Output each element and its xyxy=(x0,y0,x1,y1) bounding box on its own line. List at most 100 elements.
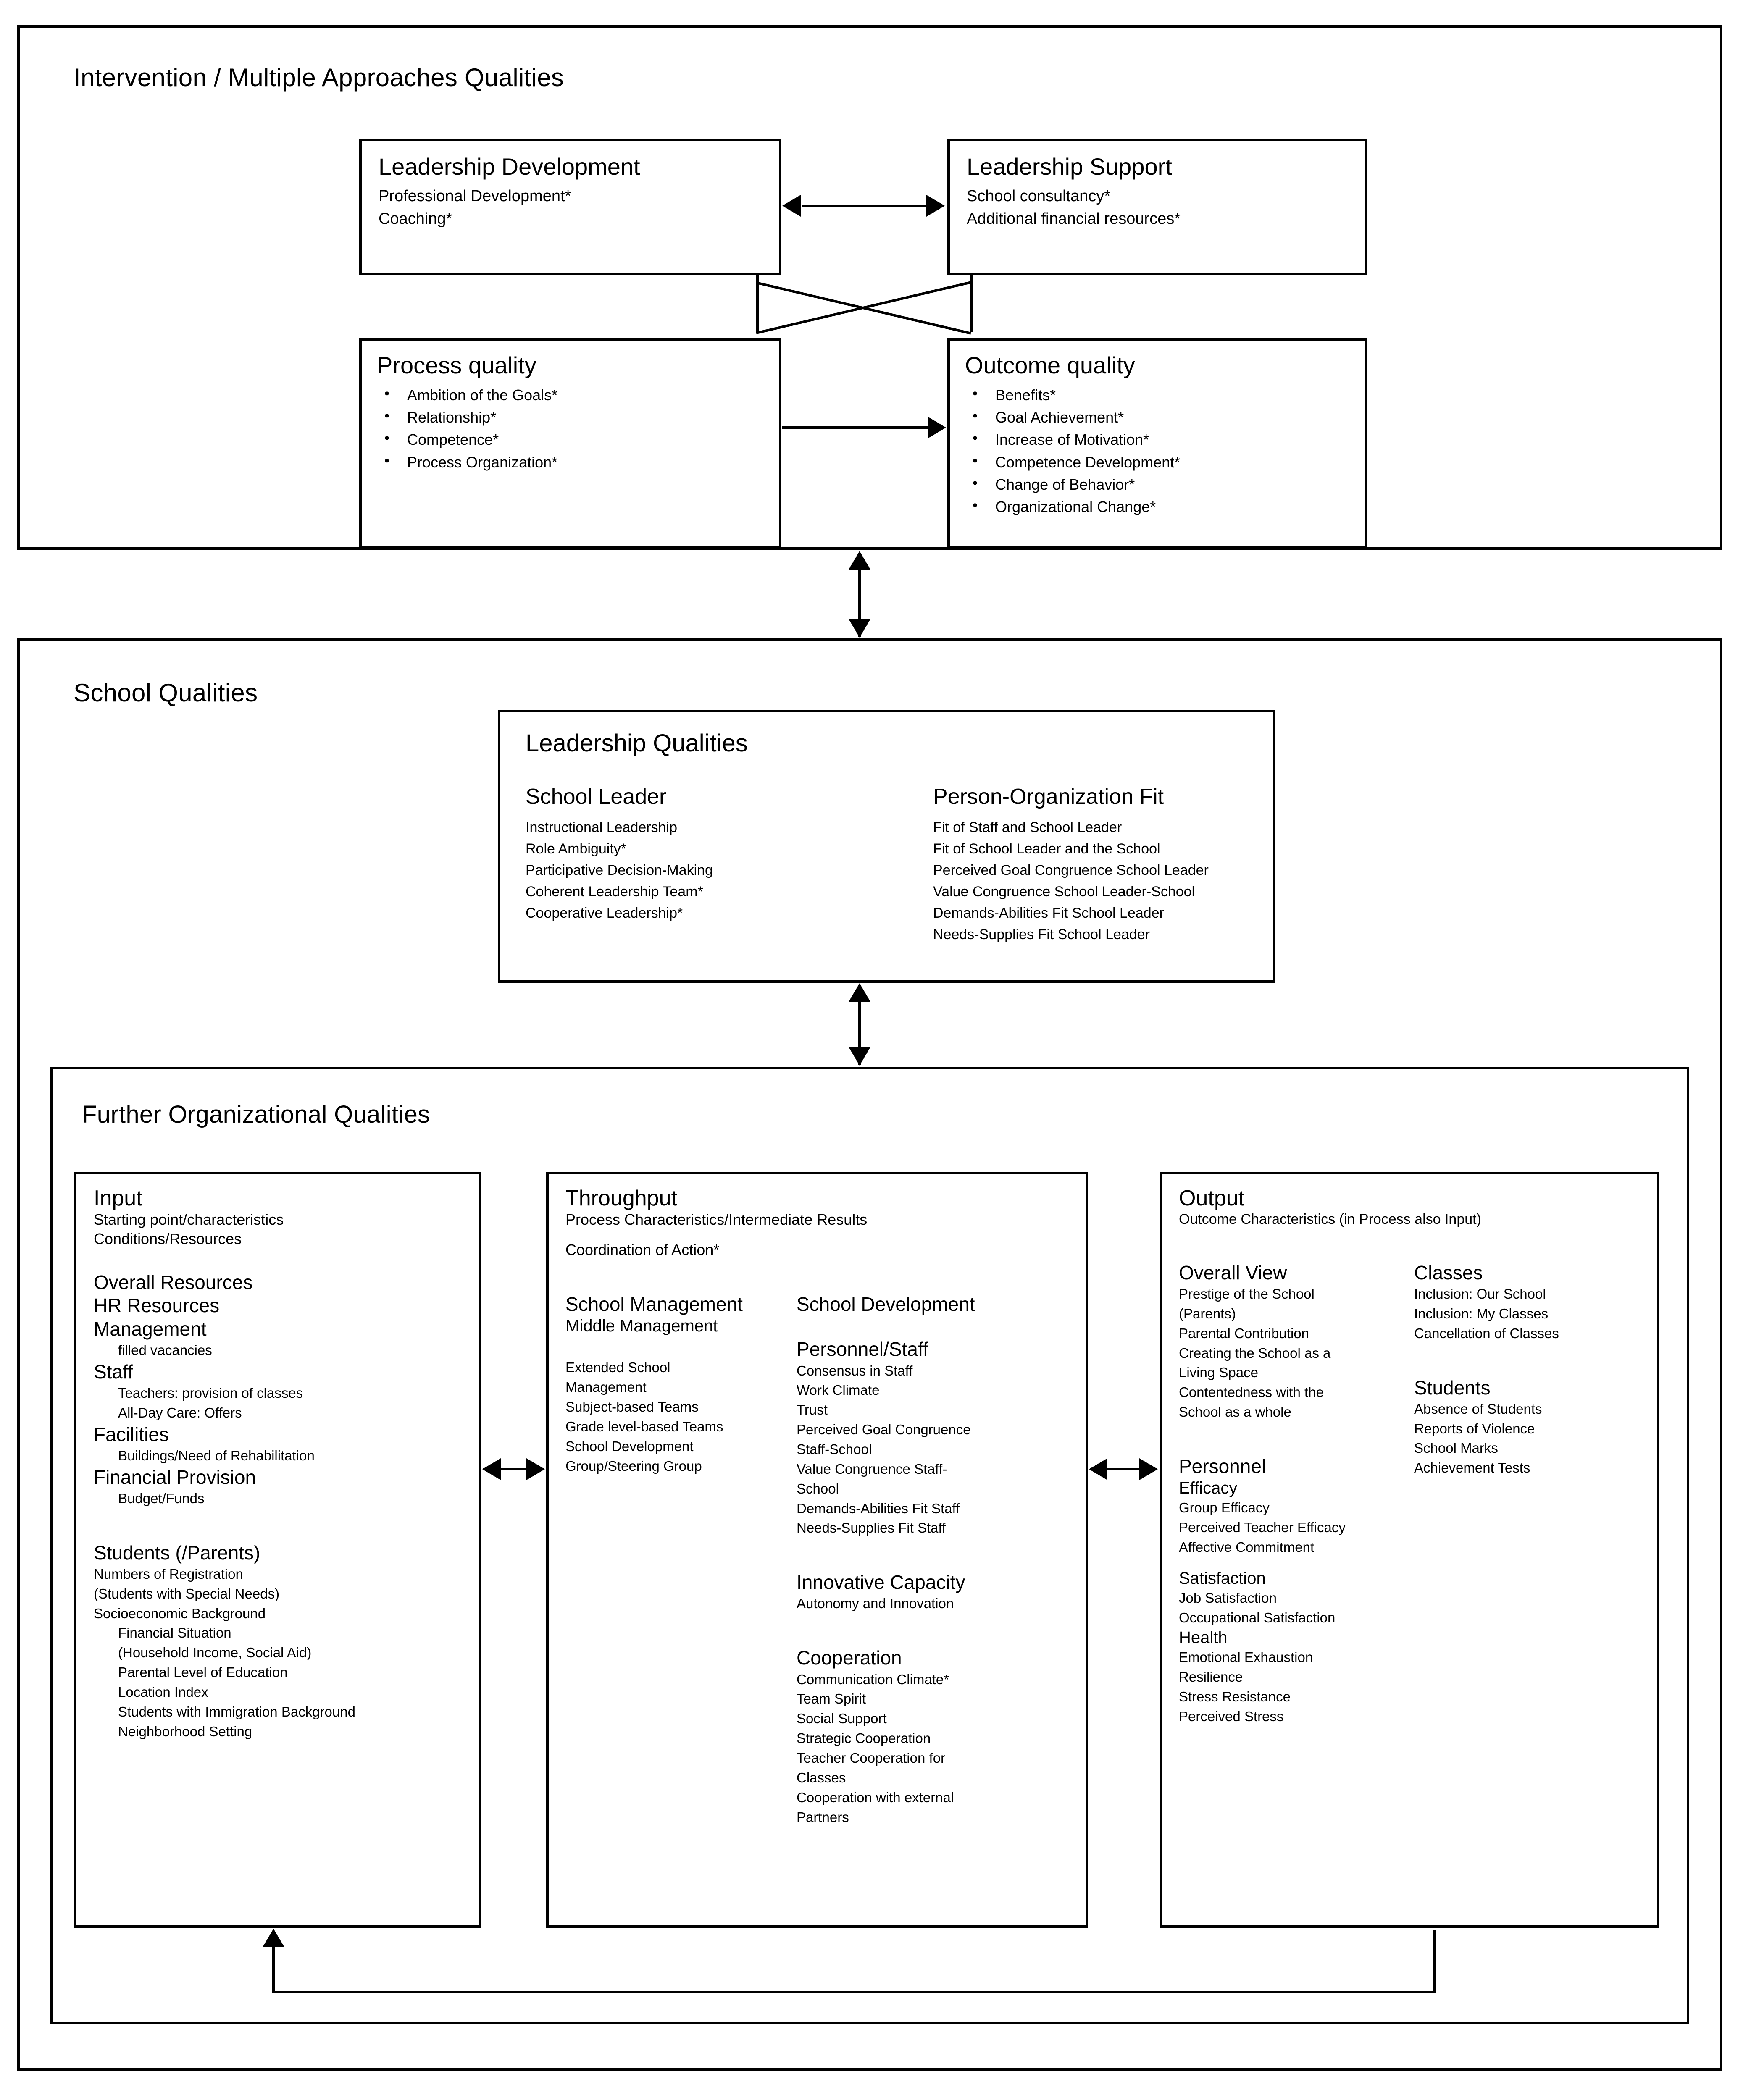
sm-item: Grade level-based Teams xyxy=(565,1418,723,1434)
coop-item: Teacher Cooperation for xyxy=(797,1750,946,1766)
coop-item: Classes xyxy=(797,1769,846,1785)
ps-item: Work Climate xyxy=(797,1382,880,1398)
input-students-item: Numbers of Registration xyxy=(94,1566,243,1582)
cls-item: Inclusion: My Classes xyxy=(1414,1305,1549,1321)
middle-management-subheading: Middle Management xyxy=(565,1317,718,1336)
ps-item: Value Congruence Staff- xyxy=(797,1461,947,1477)
sl-item: Role Ambiguity* xyxy=(526,841,627,857)
school-qualities-section-title: School Qualities xyxy=(74,679,258,707)
sl-item: Participative Decision-Making xyxy=(526,862,713,878)
pof-item: Perceived Goal Congruence School Leader xyxy=(933,862,1209,878)
lq-foq-arrowhead-down xyxy=(849,1047,870,1066)
ld-ls-connector xyxy=(802,205,928,207)
lq-foq-connector xyxy=(858,985,861,1065)
ps-item: Trust xyxy=(797,1402,828,1418)
throughput-subtitle-2: Coordination of Action* xyxy=(565,1241,720,1259)
ps-item: Demands-Abilities Fit Staff xyxy=(797,1500,960,1516)
output-subtitle-1: Outcome Characteristics (in Process also… xyxy=(1179,1211,1481,1227)
health-item: Stress Resistance xyxy=(1179,1689,1291,1705)
ld-item: Professional Development* xyxy=(379,187,571,205)
ov-item: Contentedness with the xyxy=(1179,1384,1324,1400)
intervention-school-arrowhead-down xyxy=(849,619,870,638)
innovative-capacity-heading: Innovative Capacity xyxy=(797,1571,965,1593)
school-leader-list: Instructional Leadership Role Ambiguity*… xyxy=(526,817,883,924)
health-heading: Health xyxy=(1179,1628,1228,1647)
efficacy-heading: Efficacy xyxy=(1179,1479,1238,1498)
stu-item: Absence of Students xyxy=(1414,1401,1542,1417)
intervention-school-arrowhead-up xyxy=(849,551,870,570)
input-facilities: Facilities xyxy=(94,1423,169,1445)
sm-item: Management xyxy=(565,1379,647,1395)
oq-item: Change of Behavior* xyxy=(965,472,1350,496)
pof-item: Fit of Staff and School Leader xyxy=(933,819,1122,835)
input-box: Input Starting point/characteristics Con… xyxy=(74,1172,481,1928)
throughput-subtitle-1: Process Characteristics/Intermediate Res… xyxy=(565,1210,868,1228)
health-item: Perceived Stress xyxy=(1179,1709,1284,1725)
oq-item: Organizational Change* xyxy=(965,495,1350,518)
outcome-quality-title: Outcome quality xyxy=(965,352,1135,378)
person-organization-fit-column: Person-Organization Fit Fit of Staff and… xyxy=(933,784,1209,945)
ov-item: School as a whole xyxy=(1179,1404,1291,1420)
leadership-support-title: Leadership Support xyxy=(967,153,1172,180)
sat-item: Job Satisfaction xyxy=(1179,1590,1277,1606)
sl-item: Cooperative Leadership* xyxy=(526,905,683,921)
process-quality-box: Process quality Ambition of the Goals* R… xyxy=(359,338,781,548)
input-staff-item: Teachers: provision of classes xyxy=(118,1385,303,1401)
input-overall-resources: Overall Resources xyxy=(94,1271,253,1294)
school-leader-column: School Leader Instructional Leadership R… xyxy=(526,784,883,945)
pof-list: Fit of Staff and School Leader Fit of Sc… xyxy=(933,817,1209,945)
pq-oq-arrowhead xyxy=(928,417,946,438)
process-quality-list: Ambition of the Goals* Relationship* Com… xyxy=(377,383,764,473)
cooperation-heading: Cooperation xyxy=(797,1647,902,1669)
ov-item: (Parents) xyxy=(1179,1305,1236,1321)
input-hr-resources: HR Resources xyxy=(94,1294,220,1317)
input-throughput-connector xyxy=(483,1468,544,1470)
ls-item: Additional financial resources* xyxy=(967,210,1181,228)
pq-oq-connector xyxy=(782,426,929,429)
input-management: Management xyxy=(94,1318,207,1340)
ld-ls-arrowhead-left xyxy=(782,195,801,217)
input-subtitle-2: Conditions/Resources xyxy=(94,1230,242,1248)
ld-item: Coaching* xyxy=(379,210,452,228)
overall-view-heading: Overall View xyxy=(1179,1261,1287,1284)
sm-item: Subject-based Teams xyxy=(565,1399,699,1415)
input-throughput-arrowhead-right xyxy=(526,1458,545,1480)
outcome-quality-list: Benefits* Goal Achievement* Increase of … xyxy=(965,383,1350,518)
ps-item: Staff-School xyxy=(797,1441,872,1457)
throughput-output-arrowhead-left xyxy=(1089,1458,1107,1480)
output-title: Output xyxy=(1179,1186,1245,1210)
classes-heading: Classes xyxy=(1414,1261,1483,1284)
pq-item: Ambition of the Goals* xyxy=(377,383,764,406)
coop-item: Cooperation with external xyxy=(797,1789,954,1805)
intervention-frame xyxy=(17,25,1722,550)
input-staff: Staff xyxy=(94,1360,133,1383)
school-leader-heading: School Leader xyxy=(526,785,667,809)
ps-item: School xyxy=(797,1480,839,1496)
output-left-column: Overall View Prestige of the School (Par… xyxy=(1179,1261,1414,1727)
leadership-qualities-box: Leadership Qualities School Leader Instr… xyxy=(498,710,1275,983)
school-development-column: School Development Personnel/Staff Conse… xyxy=(797,1293,1057,1827)
input-students-item: (Students with Special Needs) xyxy=(94,1586,280,1601)
students-heading: Students xyxy=(1414,1376,1491,1399)
sat-item: Occupational Satisfaction xyxy=(1179,1609,1336,1625)
personnel-heading: Personnel xyxy=(1179,1455,1266,1477)
sl-item: Coherent Leadership Team* xyxy=(526,884,703,900)
leadership-development-box: Leadership Development Professional Deve… xyxy=(359,139,781,275)
input-socio-item: Financial Situation xyxy=(118,1625,231,1641)
stu-item: Achievement Tests xyxy=(1414,1460,1530,1476)
input-students-parents: Students (/Parents) xyxy=(94,1541,260,1564)
ls-item: School consultancy* xyxy=(967,187,1111,205)
sl-item: Instructional Leadership xyxy=(526,819,678,835)
ps-item: Consensus in Staff xyxy=(797,1362,913,1378)
lq-foq-arrowhead-up xyxy=(849,983,870,1002)
cls-item: Inclusion: Our School xyxy=(1414,1286,1546,1302)
input-throughput-arrowhead-left xyxy=(482,1458,501,1480)
input-financial-item: Budget/Funds xyxy=(118,1490,205,1506)
pq-item: Process Organization* xyxy=(377,450,764,473)
stu-item: School Marks xyxy=(1414,1440,1498,1456)
pof-item: Needs-Supplies Fit School Leader xyxy=(933,927,1150,942)
ov-item: Creating the School as a xyxy=(1179,1345,1331,1361)
health-item: Resilience xyxy=(1179,1669,1243,1685)
leadership-development-title: Leadership Development xyxy=(379,153,640,180)
